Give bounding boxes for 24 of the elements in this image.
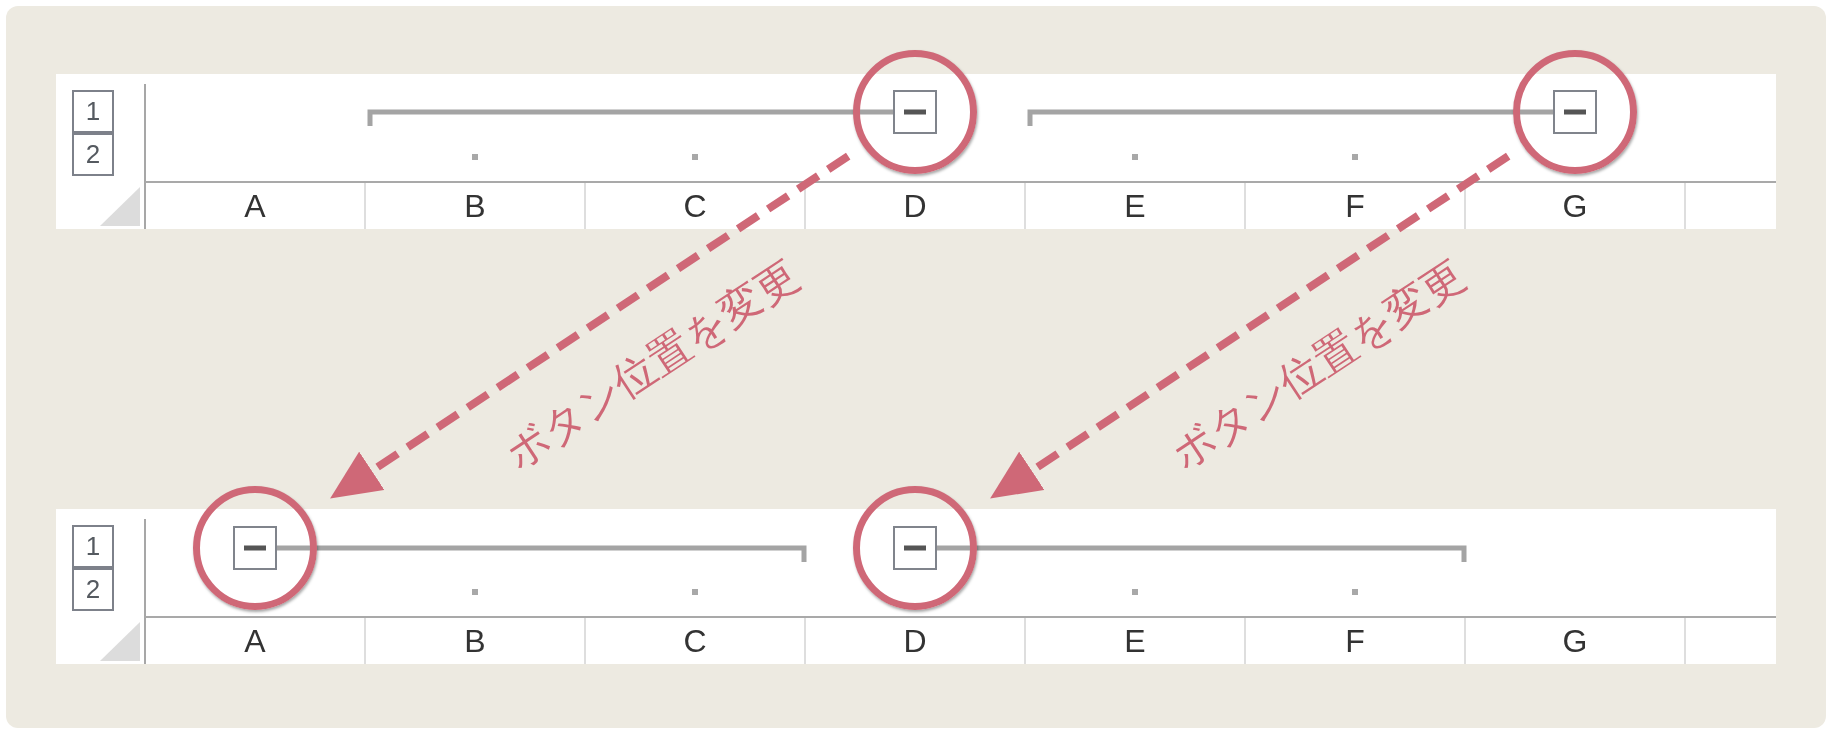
edge-label: ボタン位置を変更 bbox=[1163, 252, 1473, 478]
column-header: A bbox=[146, 183, 366, 229]
column-header: E bbox=[1026, 183, 1246, 229]
column-header: F bbox=[1246, 183, 1466, 229]
column-header: G bbox=[1466, 183, 1686, 229]
edge-label: ボタン位置を変更 bbox=[497, 252, 807, 478]
column-header: E bbox=[1026, 618, 1246, 664]
highlight-circle bbox=[1513, 50, 1637, 174]
highlight-circle bbox=[193, 486, 317, 610]
column-header: D bbox=[806, 618, 1026, 664]
column-header: B bbox=[366, 618, 586, 664]
level-button: 2 bbox=[72, 133, 114, 176]
highlight-circle bbox=[853, 486, 977, 610]
column-header: C bbox=[586, 183, 806, 229]
column-header: D bbox=[806, 183, 1026, 229]
level-button: 2 bbox=[72, 568, 114, 611]
highlight-circle bbox=[853, 50, 977, 174]
column-header: F bbox=[1246, 618, 1466, 664]
level-button: 1 bbox=[72, 525, 114, 568]
level-button: 1 bbox=[72, 90, 114, 133]
column-header: B bbox=[366, 183, 586, 229]
column-header: G bbox=[1466, 618, 1686, 664]
column-header: A bbox=[146, 618, 366, 664]
column-header: C bbox=[586, 618, 806, 664]
